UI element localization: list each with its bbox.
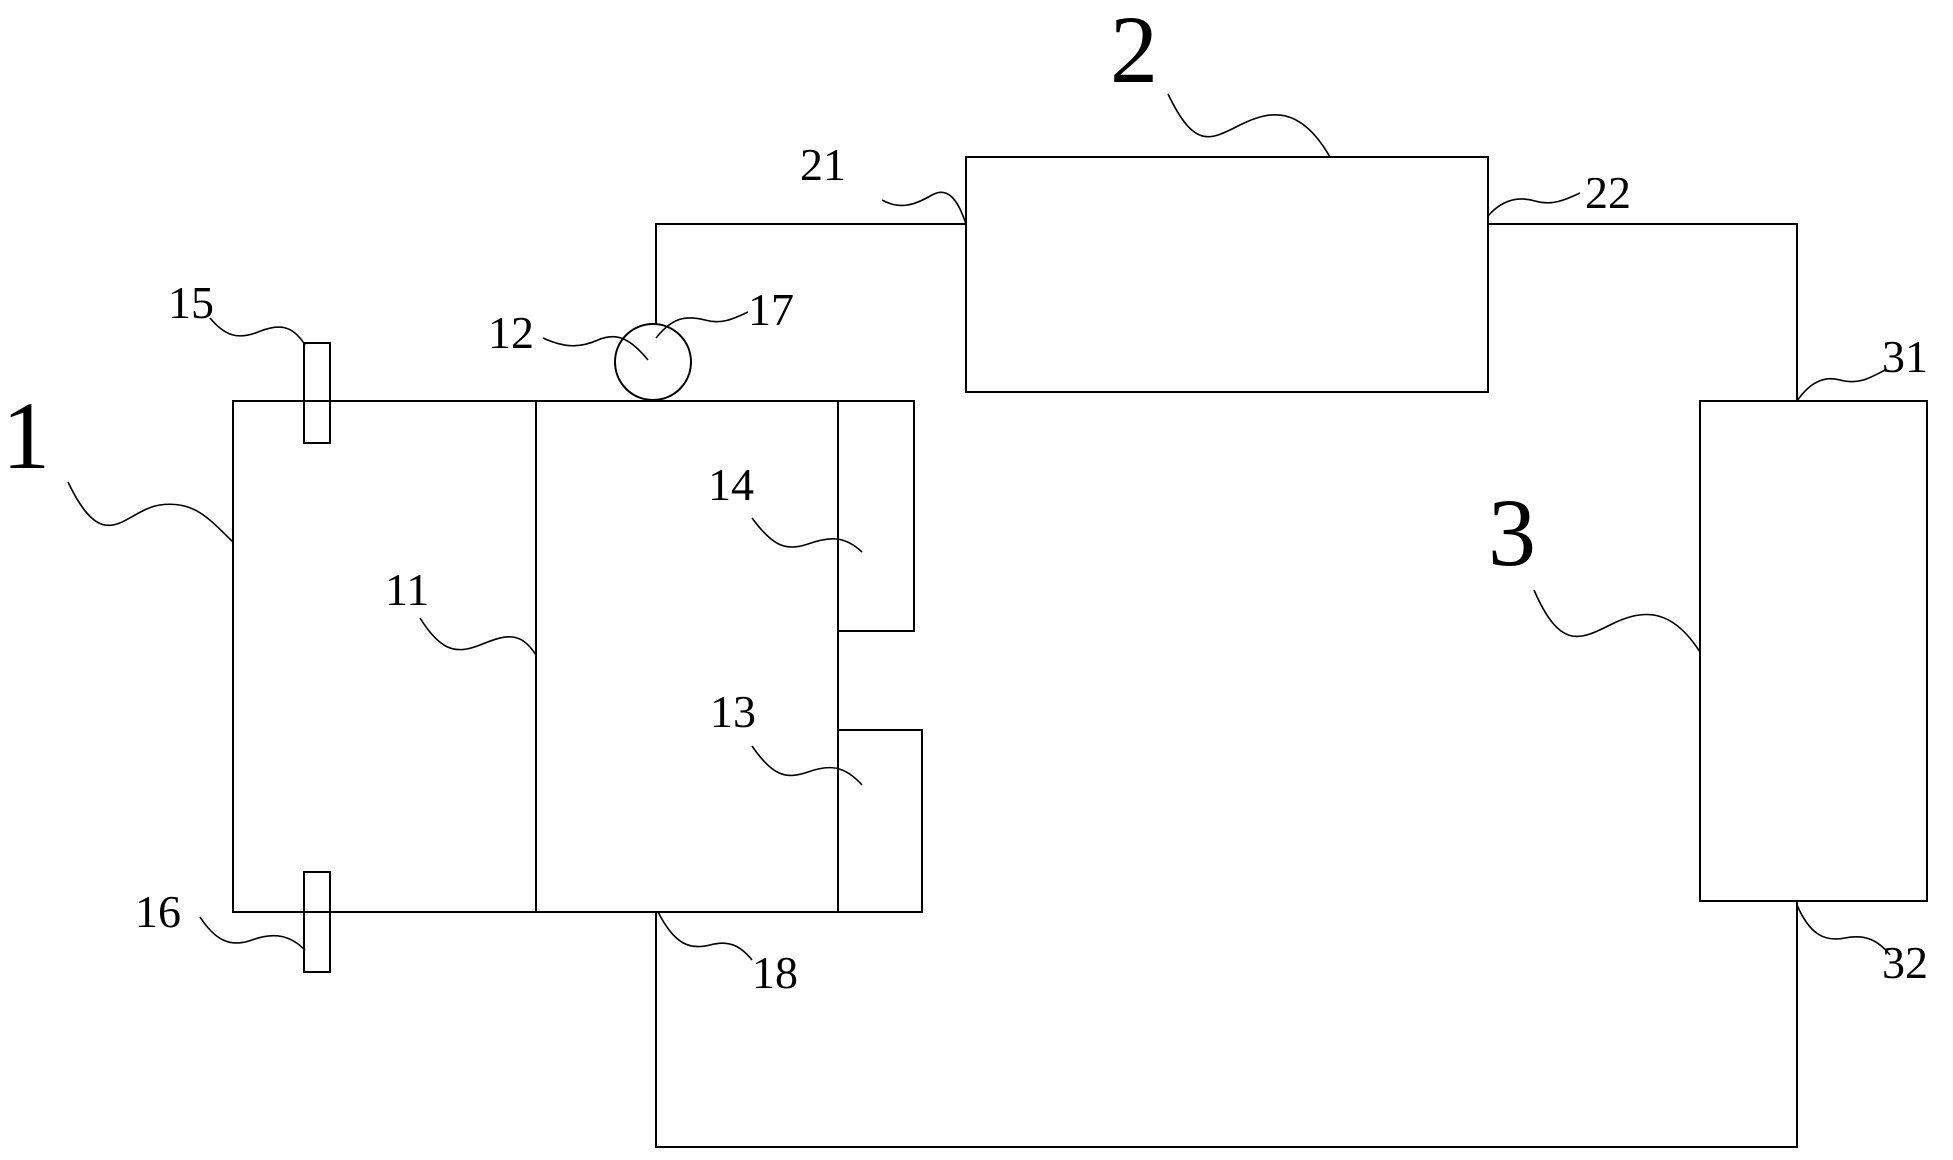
label-16: 16 [135, 886, 181, 937]
leader-32 [1796, 904, 1891, 956]
label-3: 3 [1488, 479, 1536, 586]
leader-1 [67, 481, 234, 543]
pipe-unit-2-to-unit-3 [1488, 223, 1798, 401]
label-31: 31 [1882, 331, 1928, 382]
label-15: 15 [168, 277, 214, 328]
label-13: 13 [710, 686, 756, 737]
label-21: 21 [800, 139, 846, 190]
leader-2 [1167, 93, 1331, 158]
leader-12 [542, 335, 649, 361]
unit-3-body [1699, 400, 1928, 902]
leader-13 [751, 745, 863, 786]
label-14: 14 [708, 459, 754, 510]
leader-14 [751, 517, 863, 553]
unit-2-body [965, 156, 1489, 393]
label-11: 11 [385, 564, 429, 615]
label-18: 18 [752, 947, 798, 998]
leader-21 [881, 191, 967, 225]
pipe-unit-3-to-unit-1 [655, 901, 1798, 1148]
port-14-box [837, 400, 915, 632]
pipe-ring-to-unit-2 [655, 223, 966, 324]
leader-11 [419, 617, 537, 656]
leader-22 [1487, 192, 1581, 217]
leader-18 [657, 911, 753, 961]
unit-1 [232, 323, 923, 973]
label-22: 22 [1585, 167, 1631, 218]
leader-31 [1796, 369, 1886, 402]
leader-15 [209, 317, 306, 346]
leader-17 [655, 311, 749, 339]
leader-16 [199, 916, 306, 951]
label-12: 12 [488, 307, 534, 358]
label-32: 32 [1882, 937, 1928, 988]
port-13-box [837, 729, 923, 913]
ring-12 [614, 323, 692, 401]
label-17: 17 [748, 284, 794, 335]
leader-3 [1533, 589, 1701, 653]
label-2: 2 [1110, 0, 1158, 103]
label-1: 1 [2, 382, 50, 489]
nozzle-15 [303, 342, 331, 444]
nozzle-16 [303, 871, 331, 973]
